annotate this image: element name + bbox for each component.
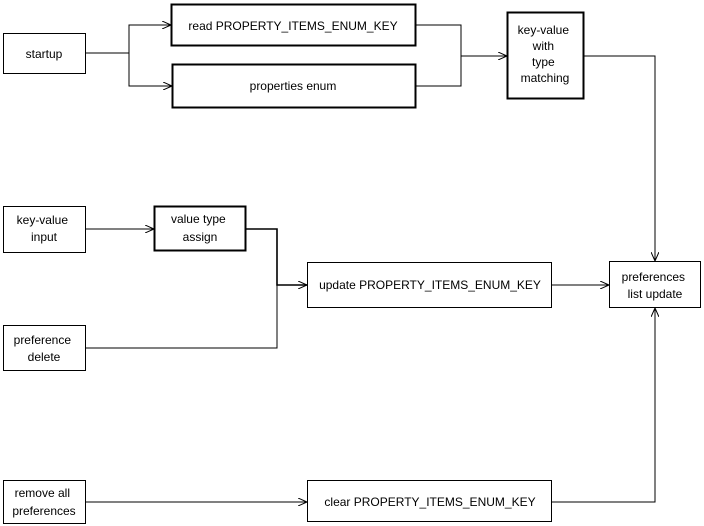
node-clear-key-line: clear PROPERTY_ITEMS_ENUM_KEY [324,495,535,509]
edge-startup-to-read-key [86,25,171,54]
edges [86,25,655,502]
node-update-key: update PROPERTY_ITEMS_ENUM_KEY [307,262,552,308]
node-read-key: read PROPERTY_ITEMS_ENUM_KEY [170,3,417,47]
node-key-value-matching-line-3: type [532,55,555,69]
edge-preference-delete-to-update-key [86,285,278,349]
node-preference-delete-line-2: delete [28,350,61,364]
node-key-value-input-line-1: key-value [17,213,69,227]
node-remove-all: remove all preferences [3,480,86,524]
node-clear-key: clear PROPERTY_ITEMS_ENUM_KEY [307,480,552,522]
node-value-type-assign-line-2: assign [183,230,218,244]
node-startup-line: startup [26,47,63,61]
node-update-key-label: update PROPERTY_ITEMS_ENUM_KEY [319,278,541,292]
node-preference-delete-label: preference delete [14,333,75,364]
node-preference-delete: preference delete [3,325,86,371]
edge-key-value-matching-to-preferences-list-update [584,55,655,261]
edge-read-key-to-key-value-matching [416,24,507,56]
node-startup: startup [3,33,86,74]
node-key-value-matching: key-value with type matching [506,11,585,100]
edge-properties-enum-to-key-value-matching [416,56,462,87]
node-remove-all-label: remove all preferences [12,486,75,518]
node-remove-all-line-2: preferences [12,504,75,518]
node-value-type-assign-line-1: value type [171,212,226,226]
node-read-key-label: read PROPERTY_ITEMS_ENUM_KEY [188,19,397,33]
node-preference-delete-line-1: preference [14,333,72,347]
node-key-value-matching-label: key-value with type matching [518,23,573,85]
node-preferences-list-update-line-2: list update [628,287,683,301]
node-key-value-input: key-value input [3,206,86,253]
node-key-value-input-line-2: input [31,230,58,244]
node-properties-enum-line: properties enum [250,79,337,93]
node-preferences-list-update: preferences list update [609,261,701,308]
node-key-value-matching-line-1: key-value [518,23,570,37]
node-update-key-line: update PROPERTY_ITEMS_ENUM_KEY [319,278,541,292]
node-properties-enum: properties enum [171,63,417,109]
node-startup-label: startup [26,47,63,61]
edge-value-type-assign-to-update-key [246,228,307,285]
edge-startup-to-properties-enum [128,53,172,86]
node-clear-key-label: clear PROPERTY_ITEMS_ENUM_KEY [324,495,535,509]
node-remove-all-line-1: remove all [15,486,70,500]
node-properties-enum-label: properties enum [250,79,337,93]
node-value-type-assign: value type assign [153,205,247,252]
node-preferences-list-update-line-1: preferences [622,270,685,284]
node-key-value-matching-line-2: with [532,39,554,53]
edge-clear-key-to-preferences-list-update [552,308,655,503]
node-preferences-list-update-label: preferences list update [622,270,689,301]
node-read-key-line: read PROPERTY_ITEMS_ENUM_KEY [188,19,397,33]
node-key-value-matching-line-4: matching [521,71,570,85]
node-value-type-assign-label: value type assign [171,212,229,244]
node-key-value-input-label: key-value input [17,213,72,244]
